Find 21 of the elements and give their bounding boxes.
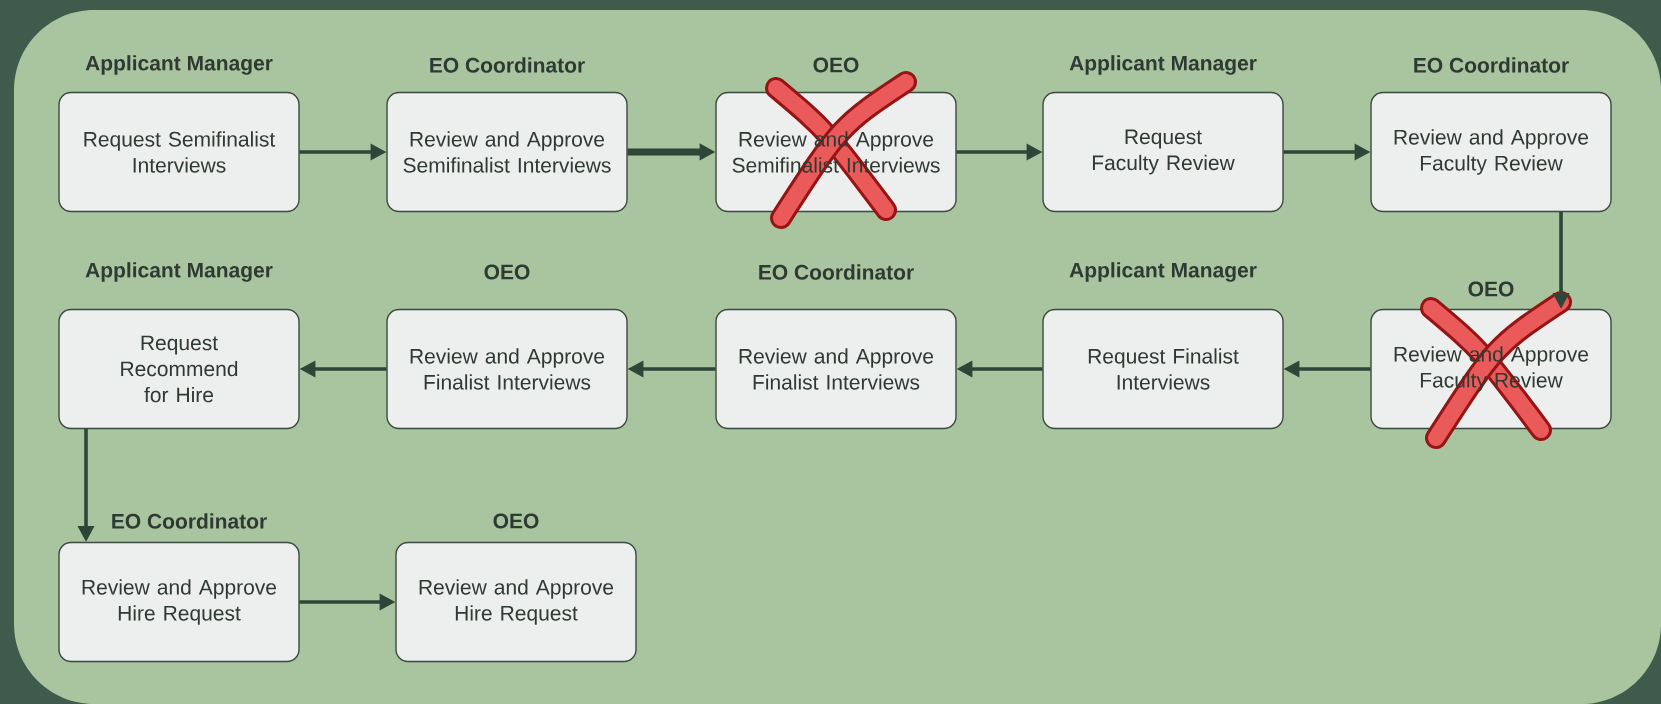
role-heading: EO Coordinator: [430, 57, 585, 73]
process-box: Review and Approve Faculty Review: [1370, 91, 1612, 213]
role-heading: Applicant Manager: [1069, 262, 1257, 282]
process-box: Review and Approve Finalist Interviews: [386, 308, 628, 430]
process-box: Request Semifinalist Interviews: [58, 91, 300, 213]
process-box: Request Finalist Interviews: [1042, 308, 1284, 430]
role-heading: EO Coordinator: [112, 513, 267, 529]
role-heading: OEO: [813, 57, 859, 73]
role-heading: OEO: [493, 513, 539, 529]
role-heading: Applicant Manager: [85, 55, 273, 75]
role-heading: EO Coordinator: [759, 264, 914, 280]
role-heading: EO Coordinator: [1414, 57, 1569, 73]
process-box: Review and Approve Semifinalist Interviews: [386, 91, 628, 213]
process-box: Request Faculty Review: [1042, 91, 1284, 213]
process-box: Request Recommend for Hire: [58, 308, 300, 430]
process-box: Review and Approve Hire Request: [58, 541, 300, 663]
process-box: Review and Approve Finalist Interviews: [715, 308, 957, 430]
role-heading: Applicant Manager: [1069, 55, 1257, 75]
role-heading: Applicant Manager: [85, 262, 273, 282]
role-heading: OEO: [484, 264, 530, 280]
process-box: Review and Approve Hire Request: [395, 541, 637, 663]
